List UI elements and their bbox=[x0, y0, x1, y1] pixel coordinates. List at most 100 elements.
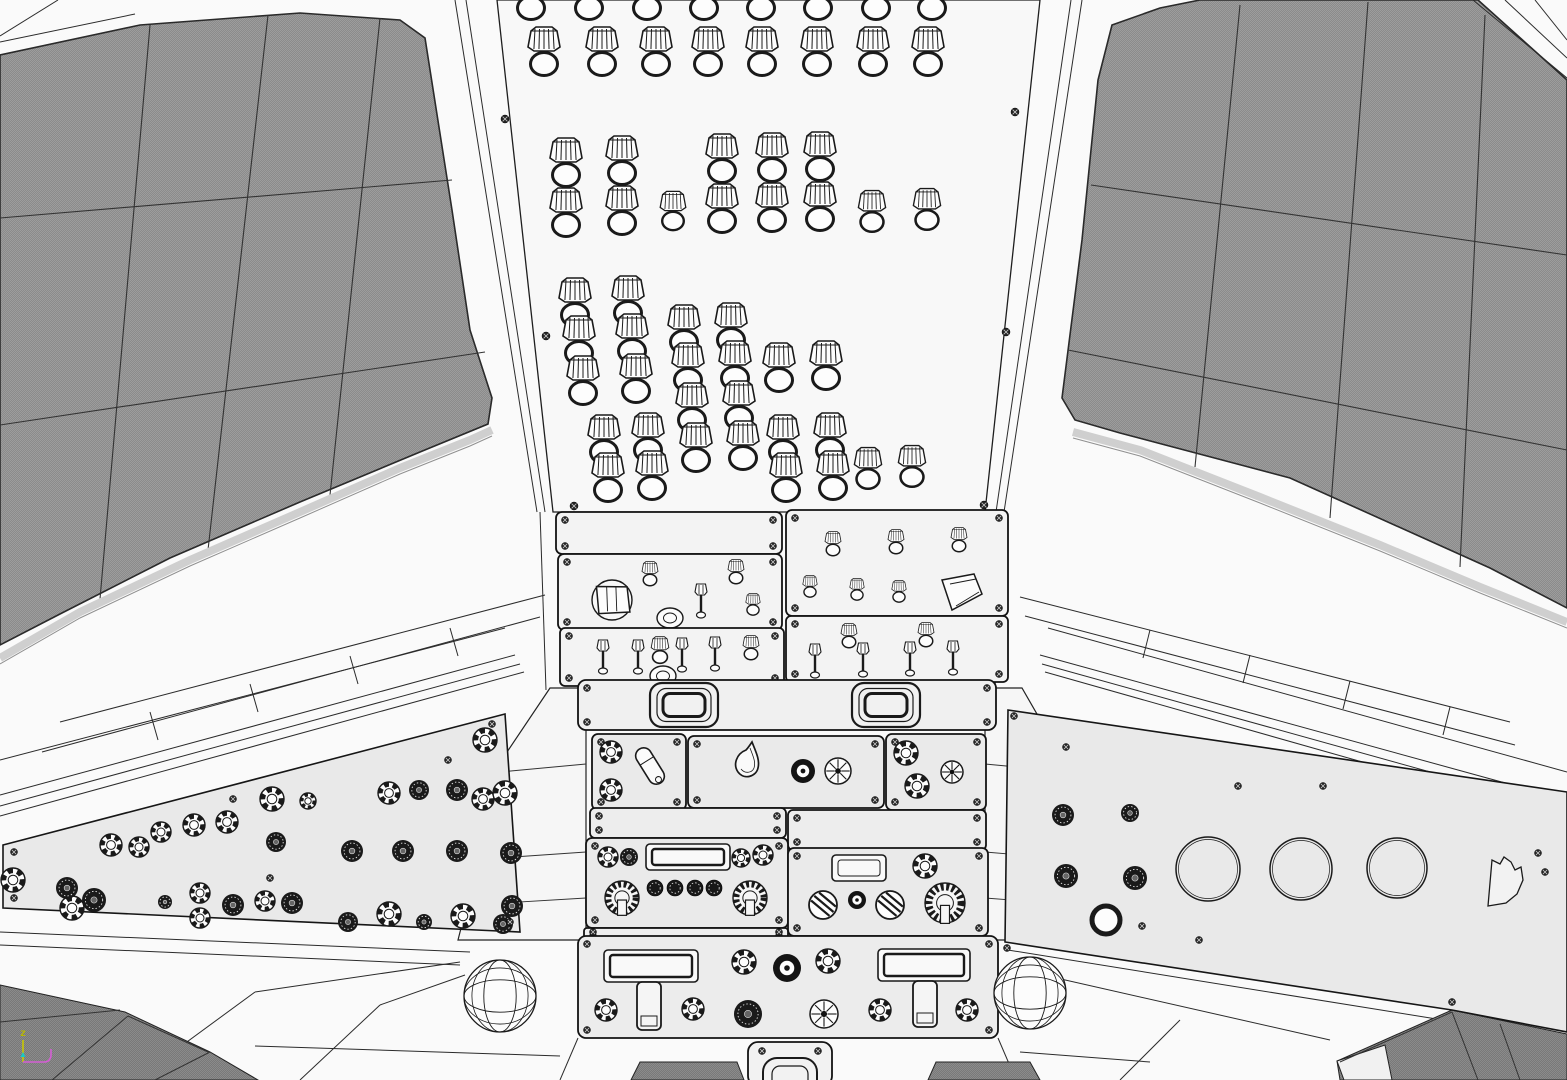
toggle-switch[interactable] bbox=[903, 641, 917, 677]
crown-knob[interactable] bbox=[527, 26, 561, 77]
gear-knob[interactable] bbox=[1121, 804, 1139, 822]
ring-knob[interactable] bbox=[150, 821, 172, 843]
ring-knob[interactable] bbox=[752, 844, 774, 866]
ring-knob[interactable] bbox=[189, 907, 211, 929]
crown-knob[interactable] bbox=[549, 187, 583, 238]
ring-knob[interactable] bbox=[299, 792, 317, 810]
ring-knob[interactable] bbox=[599, 778, 623, 802]
ring-knob[interactable] bbox=[472, 727, 498, 753]
crown-knob[interactable] bbox=[727, 559, 745, 585]
crown-knob[interactable] bbox=[853, 446, 883, 491]
gear-knob[interactable] bbox=[416, 914, 432, 930]
crown-knob[interactable] bbox=[891, 579, 907, 603]
crown-knob[interactable] bbox=[605, 135, 639, 186]
crown-knob[interactable] bbox=[639, 26, 673, 77]
ring-knob[interactable] bbox=[731, 848, 751, 868]
gear-knob[interactable] bbox=[620, 848, 638, 866]
ring-knob[interactable] bbox=[492, 780, 518, 806]
crown-knob[interactable] bbox=[911, 26, 945, 77]
ring-knob[interactable] bbox=[731, 949, 757, 975]
ring-knob[interactable] bbox=[868, 998, 892, 1022]
crown-knob[interactable] bbox=[803, 181, 837, 232]
dark-ring-knob[interactable] bbox=[848, 891, 866, 909]
gear-knob[interactable] bbox=[409, 780, 429, 800]
toggle-switch[interactable] bbox=[708, 636, 722, 672]
spoked-wheel-knob[interactable] bbox=[940, 760, 964, 784]
crown-knob[interactable] bbox=[705, 133, 739, 184]
pointer-knob[interactable] bbox=[732, 880, 768, 916]
flag-lever[interactable] bbox=[941, 573, 983, 612]
gear-knob[interactable] bbox=[446, 840, 468, 862]
gear-knob[interactable] bbox=[446, 779, 468, 801]
crown-knob[interactable] bbox=[755, 132, 789, 183]
gear-knob[interactable] bbox=[1052, 804, 1074, 826]
crown-knob[interactable] bbox=[573, 0, 605, 21]
toggle-switch[interactable] bbox=[808, 643, 822, 679]
crown-knob[interactable] bbox=[650, 636, 670, 665]
gear-knob[interactable] bbox=[1123, 866, 1147, 890]
ring-knob[interactable] bbox=[0, 867, 26, 893]
gear-knob[interactable] bbox=[281, 892, 303, 914]
crown-knob[interactable] bbox=[916, 0, 948, 21]
crown-knob[interactable] bbox=[762, 342, 796, 393]
pointer-knob[interactable] bbox=[604, 880, 640, 916]
ring-knob[interactable] bbox=[912, 853, 938, 879]
crown-knob[interactable] bbox=[605, 185, 639, 236]
ring-knob[interactable] bbox=[259, 786, 285, 812]
crown-knob[interactable] bbox=[802, 0, 834, 21]
round-button[interactable] bbox=[646, 879, 664, 897]
crown-knob[interactable] bbox=[912, 187, 942, 232]
toggle-switch[interactable] bbox=[946, 640, 960, 676]
gear-knob[interactable] bbox=[1054, 864, 1078, 888]
toggle-switch[interactable] bbox=[631, 639, 645, 675]
toggle-switch[interactable] bbox=[596, 639, 610, 675]
fan-wedge-handle[interactable] bbox=[1487, 856, 1524, 907]
teardrop-handle[interactable] bbox=[734, 740, 760, 778]
crown-knob[interactable] bbox=[802, 574, 818, 598]
crown-knob[interactable] bbox=[679, 422, 713, 473]
crown-knob[interactable] bbox=[745, 592, 761, 616]
crown-knob[interactable] bbox=[840, 623, 858, 649]
ring-knob[interactable] bbox=[59, 895, 85, 921]
crown-knob[interactable] bbox=[803, 131, 837, 182]
crown-knob[interactable] bbox=[800, 26, 834, 77]
crown-knob[interactable] bbox=[585, 26, 619, 77]
crown-knob[interactable] bbox=[860, 0, 892, 21]
gear-knob[interactable] bbox=[56, 877, 78, 899]
recessed-handle-cup[interactable] bbox=[850, 681, 922, 729]
ring-knob[interactable] bbox=[182, 813, 206, 837]
crown-knob[interactable] bbox=[755, 182, 789, 233]
ring-knob[interactable] bbox=[599, 740, 623, 764]
spoked-wheel-knob[interactable] bbox=[809, 999, 839, 1029]
crown-knob[interactable] bbox=[917, 622, 935, 648]
round-button[interactable] bbox=[705, 879, 723, 897]
crown-knob[interactable] bbox=[745, 0, 777, 21]
crown-knob[interactable] bbox=[641, 561, 659, 587]
gear-knob[interactable] bbox=[158, 895, 172, 909]
crown-knob[interactable] bbox=[619, 353, 653, 404]
crown-knob[interactable] bbox=[515, 0, 547, 21]
dome-knob[interactable] bbox=[463, 959, 537, 1033]
crown-knob[interactable] bbox=[718, 340, 752, 391]
slide-lever[interactable] bbox=[912, 980, 938, 1028]
crown-knob[interactable] bbox=[591, 452, 625, 503]
ring-knob[interactable] bbox=[955, 998, 979, 1022]
crown-knob[interactable] bbox=[742, 635, 760, 661]
round-button[interactable] bbox=[686, 879, 704, 897]
toggle-switch[interactable] bbox=[694, 583, 708, 619]
ring-knob[interactable] bbox=[376, 901, 402, 927]
ring-knob[interactable] bbox=[893, 740, 919, 766]
crown-knob[interactable] bbox=[549, 137, 583, 188]
dark-ring-knob[interactable] bbox=[773, 954, 801, 982]
ring-knob[interactable] bbox=[189, 882, 211, 904]
rotary-lever[interactable] bbox=[591, 579, 635, 621]
dark-ring-knob[interactable] bbox=[791, 759, 815, 783]
ring-knob[interactable] bbox=[815, 948, 841, 974]
ring-knob[interactable] bbox=[99, 833, 123, 857]
gear-knob[interactable] bbox=[222, 894, 244, 916]
crown-knob[interactable] bbox=[824, 531, 842, 557]
ring-knob[interactable] bbox=[128, 836, 150, 858]
ring-knob[interactable] bbox=[450, 903, 476, 929]
